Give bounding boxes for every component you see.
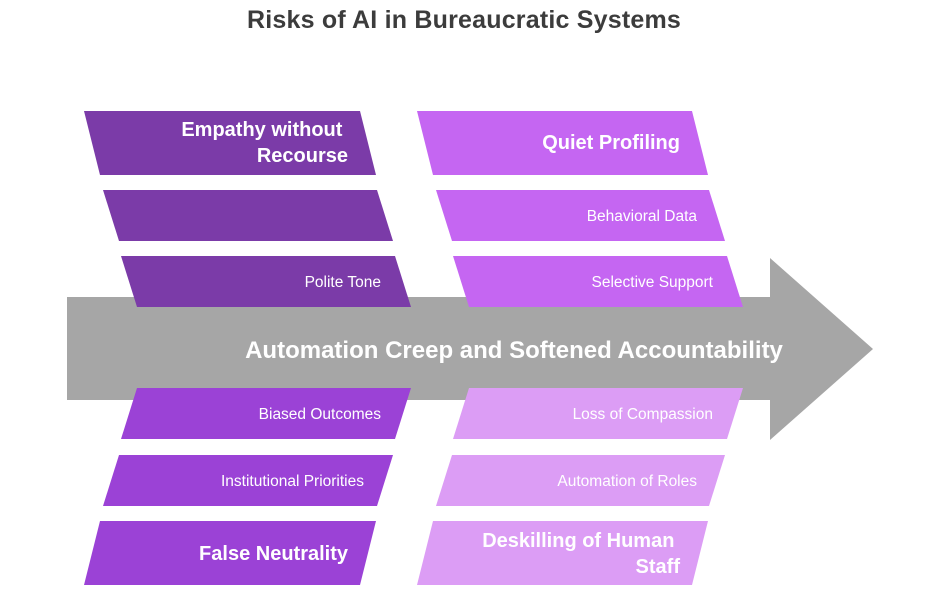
bottom-left-item-1-label: Biased Outcomes (259, 406, 382, 423)
top-left-head-line-2: Recourse (257, 145, 348, 167)
top-left-head-box (84, 111, 376, 175)
top-left-item-2-label: Polite Tone (305, 274, 381, 291)
bottom-right-item-2-label: Automation of Roles (557, 473, 697, 490)
top-right-item-2-label: Selective Support (592, 274, 714, 291)
bottom-left-head-line-1: False Neutrality (199, 543, 349, 565)
bottom-right-head-box (417, 521, 708, 585)
bottom-right-item-1-label: Loss of Compassion (573, 406, 713, 423)
bottom-left-item-2-label: Institutional Priorities (221, 473, 364, 490)
bottom-right-item-1-box (453, 388, 743, 439)
top-left-item-1-box (103, 190, 393, 241)
bottom-right-item-2-box (436, 455, 725, 506)
top-right-item-2-box (453, 256, 743, 307)
top-right-head-label: Quiet Profiling (542, 132, 680, 154)
top-left-head-line-1: Empathy without (181, 119, 342, 141)
bottom-left-head-label: False Neutrality (199, 543, 349, 565)
top-left-item-2-box (121, 256, 411, 307)
bottom-right-head-line-2: Staff (636, 556, 681, 578)
bottom-right-head-line-1: Deskilling of Human (482, 530, 674, 552)
bottom-right-head-label: Deskilling of Human Staff (482, 530, 680, 578)
spine-label: Automation Creep and Softened Accountabi… (245, 337, 783, 364)
top-right-item-1-box (436, 190, 725, 241)
top-right-head-line-1: Quiet Profiling (542, 132, 680, 154)
bottom-left-item-2-box (103, 455, 393, 506)
top-left-head-label: Empathy without Recourse (181, 119, 348, 167)
top-right-item-1-label: Behavioral Data (587, 208, 698, 225)
top-right-head-box (417, 111, 708, 175)
diagram-title: Risks of AI in Bureaucratic Systems (246, 6, 681, 34)
bottom-left-head-box (84, 521, 376, 585)
bottom-left-item-1-box (121, 388, 411, 439)
